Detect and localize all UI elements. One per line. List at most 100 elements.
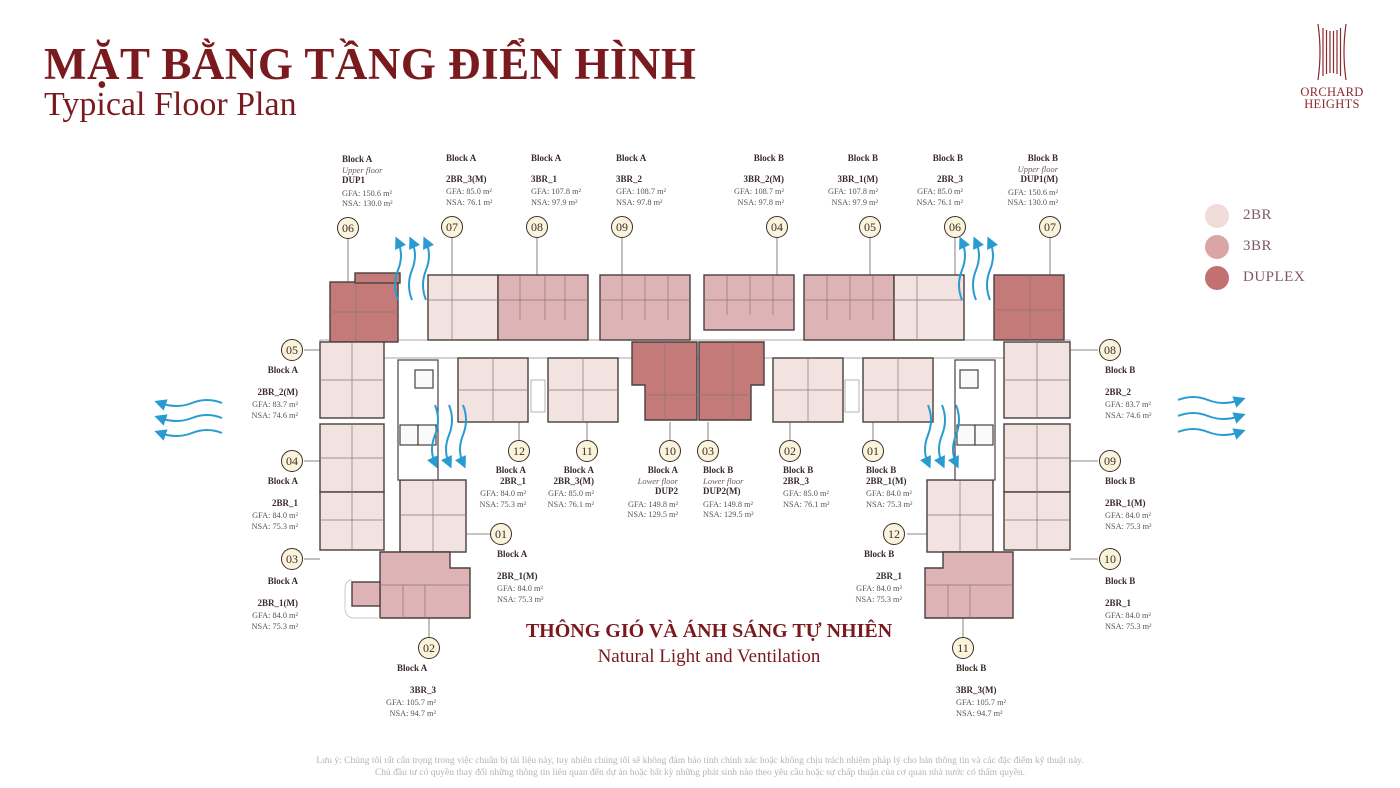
nsa-value: NSA: 75.3 m² [1105, 621, 1152, 631]
legend-label: 2BR [1243, 207, 1273, 223]
gfa-value: GFA: 85.0 m² [783, 489, 829, 498]
block-name: Block B [866, 465, 897, 475]
nsa-value: NSA: 76.1 m² [446, 197, 493, 207]
gfa-value: GFA: 83.7 m² [252, 400, 298, 409]
unit-b05-3br [803, 274, 895, 341]
unit-badge-a02: 02 [418, 637, 440, 659]
block-name: Block A [267, 576, 298, 586]
page-title: MẶT BẰNG TẦNG ĐIỂN HÌNH [44, 39, 697, 89]
block-name: Block A [531, 153, 562, 163]
unit-label-a08: Block A 3BR_1 GFA: 107.8 m² NSA: 97.9 m² [531, 153, 581, 208]
nsa-value: NSA: 97.9 m² [831, 197, 878, 207]
nsa-value: NSA: 75.3 m² [479, 499, 526, 509]
gfa-value: GFA: 108.7 m² [616, 187, 667, 196]
unit-a07-2br [427, 274, 499, 341]
gfa-value: GFA: 149.8 m² [627, 499, 678, 509]
unit-b04-3br [703, 274, 795, 331]
gfa-value: GFA: 84.0 m² [1105, 611, 1151, 620]
nsa-value: NSA: 97.8 m² [616, 197, 663, 207]
nsa-value: NSA: 76.1 m² [783, 499, 830, 509]
unit-code: 2BR_3 [936, 173, 963, 184]
nsa-value: NSA: 94.7 m² [956, 708, 1003, 718]
gfa-value: GFA: 108.7 m² [733, 187, 784, 196]
nsa-value: NSA: 75.3 m² [251, 621, 298, 631]
unit-code: 3BR_2(M) [743, 173, 785, 184]
nsa-value: NSA: 97.8 m² [737, 197, 784, 207]
unit-label-b10: Block B 2BR_1 GFA: 84.0 m² NSA: 75.3 m² [1105, 576, 1152, 632]
unit-badge-b06: 06 [944, 216, 966, 238]
nsa-value: NSA: 130.0 m² [342, 199, 393, 208]
nsa-value: NSA: 74.6 m² [1105, 410, 1152, 420]
nsa-value: NSA: 76.1 m² [916, 197, 963, 207]
floor-note: Upper floor [342, 164, 383, 175]
nsa-value: NSA: 76.1 m² [547, 499, 594, 509]
unit-label-a02: Block A 3BR_3 GFA: 105.7 m² NSA: 94.7 m² [366, 663, 436, 719]
gfa-value: GFA: 105.7 m² [956, 698, 1007, 707]
unit-badge-a11: 11 [576, 440, 598, 462]
unit-code: 2BR_2 [1105, 386, 1132, 397]
unit-label-a11: Block A 2BR_3(M) GFA: 85.0 m² NSA: 76.1 … [528, 465, 594, 510]
unit-badge-b09: 09 [1099, 450, 1121, 472]
unit-code: 3BR_3 [409, 684, 436, 695]
page-subtitle: Typical Floor Plan [44, 86, 297, 123]
block-name: Block B [864, 549, 895, 559]
unit-code: 2BR_3(M) [446, 173, 487, 184]
unit-code: 2BR_1(M) [497, 570, 538, 581]
orchard-heights-columns-icon [1317, 23, 1347, 81]
block-name: Block A [563, 465, 594, 475]
unit-label-b08: Block B 2BR_2 GFA: 83.7 m² NSA: 74.6 m² [1105, 365, 1152, 421]
ventilation-title: THÔNG GIÓ VÀ ÁNH SÁNG TỰ NHIÊN [525, 620, 893, 642]
gfa-value: GFA: 84.0 m² [497, 584, 543, 593]
unit-code: 2BR_1(M) [1105, 497, 1146, 508]
nsa-value: NSA: 75.3 m² [866, 499, 913, 509]
ventilation-subtitle: Natural Light and Ventilation [597, 646, 821, 667]
nsa-value: NSA: 75.3 m² [855, 594, 902, 604]
unit-badge-a10: 10 [659, 440, 681, 462]
nsa-value: NSA: 75.3 m² [251, 521, 298, 531]
unit-label-b03: Block B Lower floor DUP2(M) GFA: 149.8 m… [703, 465, 754, 521]
nsa-value: NSA: 130.0 m² [1007, 198, 1058, 207]
gfa-value: GFA: 150.6 m² [1007, 187, 1058, 197]
block-name: Block B [753, 153, 784, 163]
gfa-value: GFA: 85.0 m² [446, 187, 492, 196]
legend-label: 3BR [1243, 238, 1273, 254]
gfa-value: GFA: 150.6 m² [342, 188, 393, 198]
block-name: Block B [847, 153, 878, 163]
gfa-value: GFA: 105.7 m² [385, 698, 436, 707]
nsa-value: NSA: 75.3 m² [497, 594, 544, 604]
unit-label-a05: Block A 2BR_2(M) GFA: 83.7 m² NSA: 74.6 … [230, 365, 298, 421]
unit-code: 2BR_1(M) [866, 475, 907, 486]
gfa-value: GFA: 84.0 m² [866, 489, 912, 498]
unit-label-b07: Block B Upper floor DUP1(M) GFA: 150.6 m… [990, 153, 1058, 209]
unit-code: 2BR_1 [1105, 597, 1132, 608]
unit-b07-duplex [993, 274, 1065, 341]
unit-code: DUP2(M) [703, 486, 741, 496]
block-name: Block A [495, 465, 526, 475]
unit-label-b01: Block B 2BR_1(M) GFA: 84.0 m² NSA: 75.3 … [866, 465, 913, 510]
nsa-value: NSA: 74.6 m² [251, 410, 298, 420]
unit-code: 2BR_3 [783, 475, 810, 486]
unit-b06-2br [893, 274, 965, 341]
block-name: Block A [616, 153, 647, 163]
unit-code: 2BR_3(M) [553, 475, 595, 486]
legend-swatch-duplex [1205, 265, 1229, 290]
unit-label-a12: Block A 2BR_1 GFA: 84.0 m² NSA: 75.3 m² [460, 465, 526, 510]
unit-label-b09: Block B 2BR_1(M) GFA: 84.0 m² NSA: 75.3 … [1105, 476, 1152, 532]
legend-item-duplex: DUPLEX [1205, 262, 1305, 293]
gfa-value: GFA: 85.0 m² [548, 489, 594, 498]
unit-badge-a12: 12 [508, 440, 530, 462]
unit-code: 2BR_1 [271, 497, 298, 508]
gfa-value: GFA: 84.0 m² [252, 511, 298, 520]
unit-badge-b11: 11 [952, 637, 974, 659]
unit-badge-a03: 03 [281, 548, 303, 570]
unit-label-b06: Block B 2BR_3 GFA: 85.0 m² NSA: 76.1 m² [895, 153, 963, 208]
unit-badge-a04: 04 [281, 450, 303, 472]
unit-a08-3br [497, 274, 589, 341]
unit-code: DUP1 [342, 175, 365, 185]
unit-label-b11: Block B 3BR_3(M) GFA: 105.7 m² NSA: 94.7… [956, 663, 1006, 719]
unit-code: 3BR_1(M) [837, 173, 879, 184]
unit-badge-b07: 07 [1039, 216, 1061, 238]
nsa-value: NSA: 75.3 m² [1105, 521, 1152, 531]
block-name: Block B [1027, 153, 1058, 163]
gfa-value: GFA: 84.0 m² [856, 584, 902, 593]
